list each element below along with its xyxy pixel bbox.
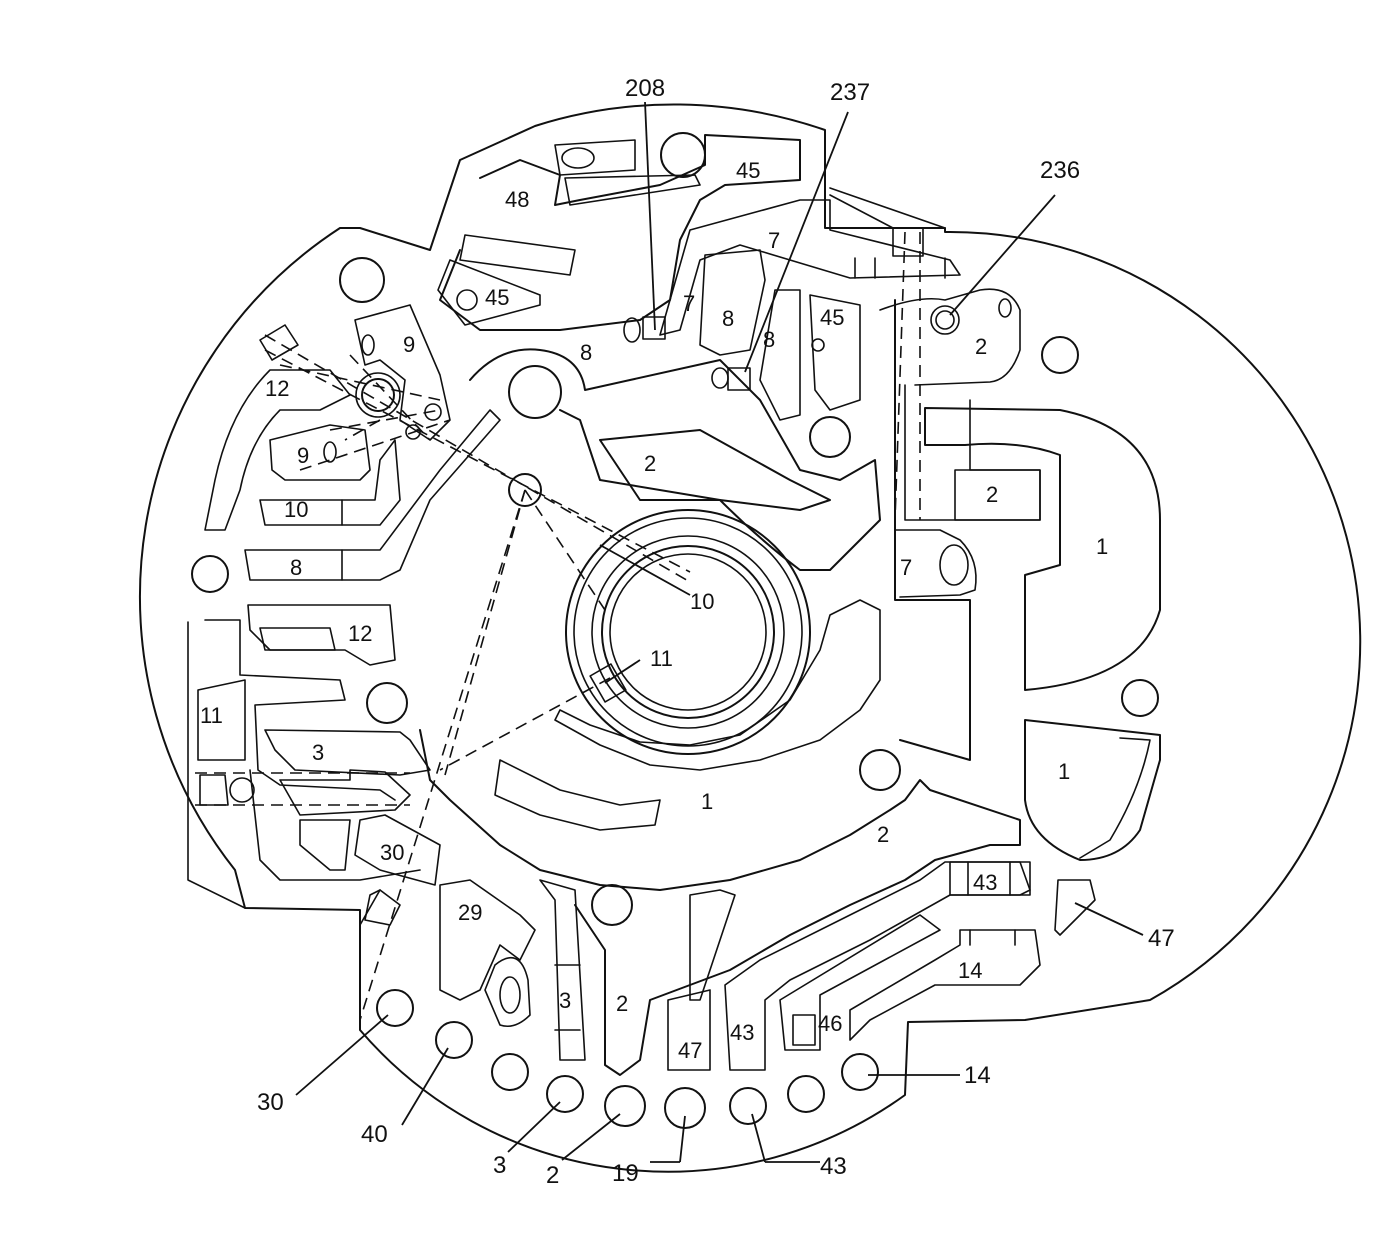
passage-3-lower: 3: [559, 988, 571, 1013]
passage-7-b: 7: [768, 228, 780, 253]
passage-7-right: 7: [900, 555, 912, 580]
channels: [191, 132, 1161, 1076]
callout-19: 19: [612, 1160, 639, 1187]
passage-45-right: 45: [820, 305, 844, 330]
passage-12-lower: 12: [348, 621, 372, 646]
passage-30: 30: [380, 840, 404, 865]
leader-lines: [295, 101, 1144, 1163]
passage-10-left: 10: [284, 497, 308, 522]
callout-237: 237: [830, 79, 870, 106]
passage-9-upper: 9: [403, 332, 415, 357]
passage-1-right-upper: 1: [1096, 534, 1108, 559]
callout-14: 14: [964, 1062, 991, 1089]
callout-236: 236: [1040, 157, 1080, 184]
passage-11-center: 11: [650, 646, 673, 671]
callout-30: 30: [257, 1089, 284, 1116]
passage-2-lower-right: 2: [877, 822, 889, 847]
center-bore: [565, 509, 811, 755]
callout-2: 2: [546, 1162, 559, 1189]
callout-208: 208: [625, 75, 665, 102]
callout-3: 3: [493, 1152, 506, 1179]
callout-40: 40: [361, 1121, 388, 1148]
passage-48: 48: [505, 187, 529, 212]
passage-7-a: 7: [683, 291, 695, 316]
passage-8-c: 8: [580, 340, 592, 365]
passage-8-b: 8: [763, 327, 775, 352]
passage-2-right: 2: [986, 482, 998, 507]
passage-45-top: 45: [736, 158, 760, 183]
callout-43: 43: [820, 1153, 847, 1180]
passage-1-right-lower: 1: [1058, 759, 1070, 784]
passage-46: 46: [818, 1011, 842, 1036]
passage-11-left: 11: [200, 703, 223, 728]
passage-47-lower: 47: [678, 1038, 702, 1063]
housing-outline: [138, 103, 1362, 1173]
passage-8-left: 8: [290, 555, 302, 580]
callouts: 208 237 236 30 40 3 2 19 43 14 47: [257, 75, 1175, 1189]
passage-2-center: 2: [644, 451, 656, 476]
passage-1-center: 1: [701, 789, 713, 814]
passage-10-center: 10: [690, 589, 714, 614]
passage-labels: 48 45 45 45 9 12 9 10 8 12 11 3 30 29 3 …: [200, 158, 1108, 1063]
passage-14: 14: [958, 958, 982, 983]
passage-3-left: 3: [312, 740, 324, 765]
passage-2-lower: 2: [616, 991, 628, 1016]
passage-43-right: 43: [973, 870, 997, 895]
callout-47: 47: [1148, 925, 1175, 952]
passage-29: 29: [458, 900, 482, 925]
hidden-lines: [195, 231, 921, 1021]
passage-2-top-right: 2: [975, 334, 987, 359]
passage-45-left: 45: [485, 285, 509, 310]
passage-8-a: 8: [722, 306, 734, 331]
ports: [376, 989, 879, 1129]
passage-9-lower: 9: [297, 443, 309, 468]
passage-43-lower: 43: [730, 1020, 754, 1045]
passage-12-upper: 12: [265, 376, 289, 401]
